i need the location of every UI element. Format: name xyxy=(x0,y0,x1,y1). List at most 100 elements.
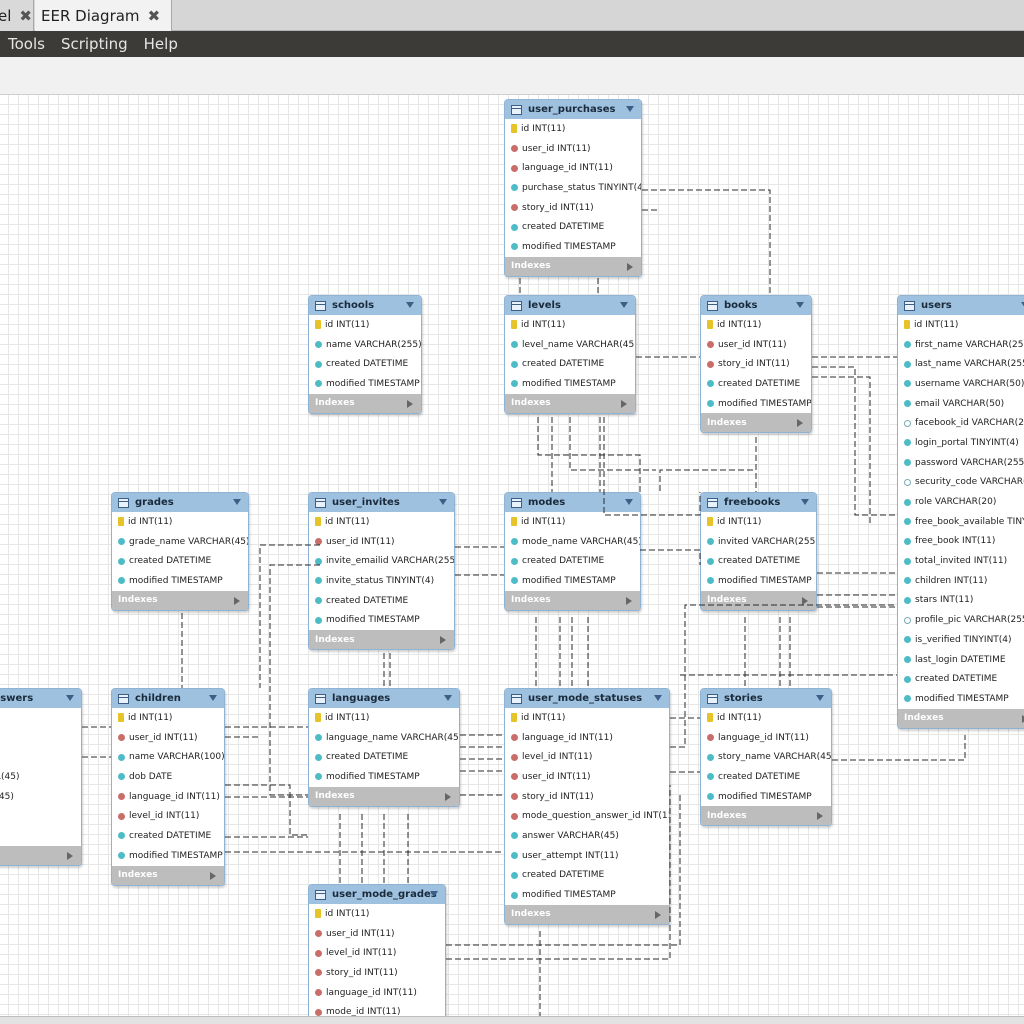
table-column[interactable]: answer VARCHAR(45) xyxy=(505,826,669,846)
table-column[interactable]: user_id INT(11) xyxy=(309,532,454,552)
table-column[interactable]: modified TIMESTAMP xyxy=(701,394,811,414)
table-column[interactable]: last_name VARCHAR(255) xyxy=(898,354,1024,374)
table-column[interactable]: user_id INT(11) xyxy=(505,139,641,159)
expand-arrow-icon[interactable] xyxy=(440,636,446,645)
indexes-section[interactable]: Indexes xyxy=(112,865,224,885)
expand-arrow-icon[interactable] xyxy=(1022,714,1024,723)
expand-arrow-icon[interactable] xyxy=(817,812,823,821)
tab-eer-diagram[interactable]: EER Diagram ✖ xyxy=(35,0,172,32)
collapse-arrow-icon[interactable] xyxy=(796,302,804,308)
table-column[interactable]: id INT(11) xyxy=(505,119,641,139)
expand-arrow-icon[interactable] xyxy=(627,262,633,271)
indexes-section[interactable]: Indexes xyxy=(505,256,641,276)
table-column[interactable]: id INT(11) xyxy=(505,708,669,728)
table-column[interactable]: created DATETIME xyxy=(112,551,248,571)
table-column[interactable]: grade_name VARCHAR(45) xyxy=(112,532,248,552)
table-column[interactable]: created DATETIME xyxy=(505,354,635,374)
table-column[interactable]: ARCHAR(45) xyxy=(0,787,81,807)
indexes-section[interactable]: Indexes xyxy=(309,630,454,650)
collapse-arrow-icon[interactable] xyxy=(1021,302,1024,308)
table-header[interactable]: grades xyxy=(112,493,248,512)
menu-help[interactable]: Help xyxy=(143,35,178,53)
table-column[interactable]: modified TIMESTAMP xyxy=(309,374,421,394)
table-column[interactable]: user_attempt INT(11) xyxy=(505,846,669,866)
indexes-section[interactable]: Indexes xyxy=(701,590,816,610)
table-column[interactable]: modified TIMESTAMP xyxy=(701,571,816,591)
table-header[interactable]: freebooks xyxy=(701,493,816,512)
indexes-section[interactable]: Indexes xyxy=(505,590,640,610)
table-column[interactable]: invite_emailid VARCHAR(255) xyxy=(309,551,454,571)
table-column[interactable]: created DATETIME xyxy=(505,217,641,237)
table-column[interactable]: mode_question_answer_id INT(11) xyxy=(505,806,669,826)
expand-arrow-icon[interactable] xyxy=(210,871,216,880)
relationship-line[interactable] xyxy=(225,784,308,836)
table-column[interactable]: created DATETIME xyxy=(701,551,816,571)
collapse-arrow-icon[interactable] xyxy=(233,499,241,505)
indexes-section[interactable]: Indexes xyxy=(309,393,421,413)
table-column[interactable]: dob DATE xyxy=(112,767,224,787)
table-column[interactable]: VARCHAR(45) xyxy=(0,767,81,787)
relationship-line[interactable] xyxy=(640,549,701,565)
table-column[interactable]: created DATETIME xyxy=(112,826,224,846)
table-column[interactable]: email VARCHAR(50) xyxy=(898,394,1024,414)
table-column[interactable]: name VARCHAR(255) xyxy=(309,335,421,355)
table-column[interactable]: free_book_available TINYINT(4) xyxy=(898,512,1024,532)
table-column[interactable]: user_id INT(11) xyxy=(112,728,224,748)
table-column[interactable]: free_book INT(11) xyxy=(898,532,1024,552)
table-column[interactable]: modified TIMESTAMP xyxy=(309,610,454,630)
indexes-section[interactable]: Indexes xyxy=(0,845,81,865)
table-header[interactable]: children xyxy=(112,689,224,708)
indexes-section[interactable]: Indexes xyxy=(505,393,635,413)
expand-arrow-icon[interactable] xyxy=(621,399,627,408)
indexes-section[interactable]: Indexes xyxy=(701,413,811,433)
table-header[interactable]: user_purchases xyxy=(505,100,641,119)
table-column[interactable]: username VARCHAR(50) xyxy=(898,374,1024,394)
table-column[interactable]: last_login DATETIME xyxy=(898,650,1024,670)
table-column[interactable]: children INT(11) xyxy=(898,571,1024,591)
expand-arrow-icon[interactable] xyxy=(67,851,73,860)
table-column[interactable]: mode_id INT(11) xyxy=(309,1002,445,1016)
table-column[interactable]: id INT(11) xyxy=(309,708,459,728)
table-header[interactable]: users xyxy=(898,296,1024,315)
collapse-arrow-icon[interactable] xyxy=(66,695,74,701)
table-column[interactable]: 11) xyxy=(0,747,81,767)
table-column[interactable]: language_id INT(11) xyxy=(112,787,224,807)
relationship-line[interactable] xyxy=(642,189,771,295)
table-column[interactable]: modified TIMESTAMP xyxy=(505,374,635,394)
table-header[interactable]: books xyxy=(701,296,811,315)
table-column[interactable]: story_id INT(11) xyxy=(505,198,641,218)
table-column[interactable]: created DATETIME xyxy=(701,767,831,787)
table-column[interactable]: id INT(11) xyxy=(505,512,640,532)
table-column[interactable]: stars INT(11) xyxy=(898,591,1024,611)
table-header[interactable]: modes xyxy=(505,493,640,512)
menu-tools[interactable]: Tools xyxy=(8,35,45,53)
table-column[interactable]: id INT(11) xyxy=(309,904,445,924)
table-column[interactable]: id INT(11) xyxy=(505,315,635,335)
table-column[interactable]: user_id INT(11) xyxy=(505,767,669,787)
collapse-arrow-icon[interactable] xyxy=(439,499,447,505)
table-column[interactable]: story_id INT(11) xyxy=(505,787,669,807)
table-column[interactable]: mode_name VARCHAR(45) xyxy=(505,532,640,552)
expand-arrow-icon[interactable] xyxy=(626,596,632,605)
table-column[interactable]: TAMP xyxy=(0,826,81,846)
table-header[interactable]: user_invites xyxy=(309,493,454,512)
expand-arrow-icon[interactable] xyxy=(797,419,803,428)
collapse-arrow-icon[interactable] xyxy=(801,499,809,505)
table-column[interactable]: modified TIMESTAMP xyxy=(112,846,224,866)
table-column[interactable]: facebook_id VARCHAR(255) xyxy=(898,413,1024,433)
table-column[interactable]: invite_status TINYINT(4) xyxy=(309,571,454,591)
table-column[interactable]: id INT(11) xyxy=(701,315,811,335)
table-column[interactable]: created DATETIME xyxy=(309,591,454,611)
table-column[interactable]: created DATETIME xyxy=(309,354,421,374)
